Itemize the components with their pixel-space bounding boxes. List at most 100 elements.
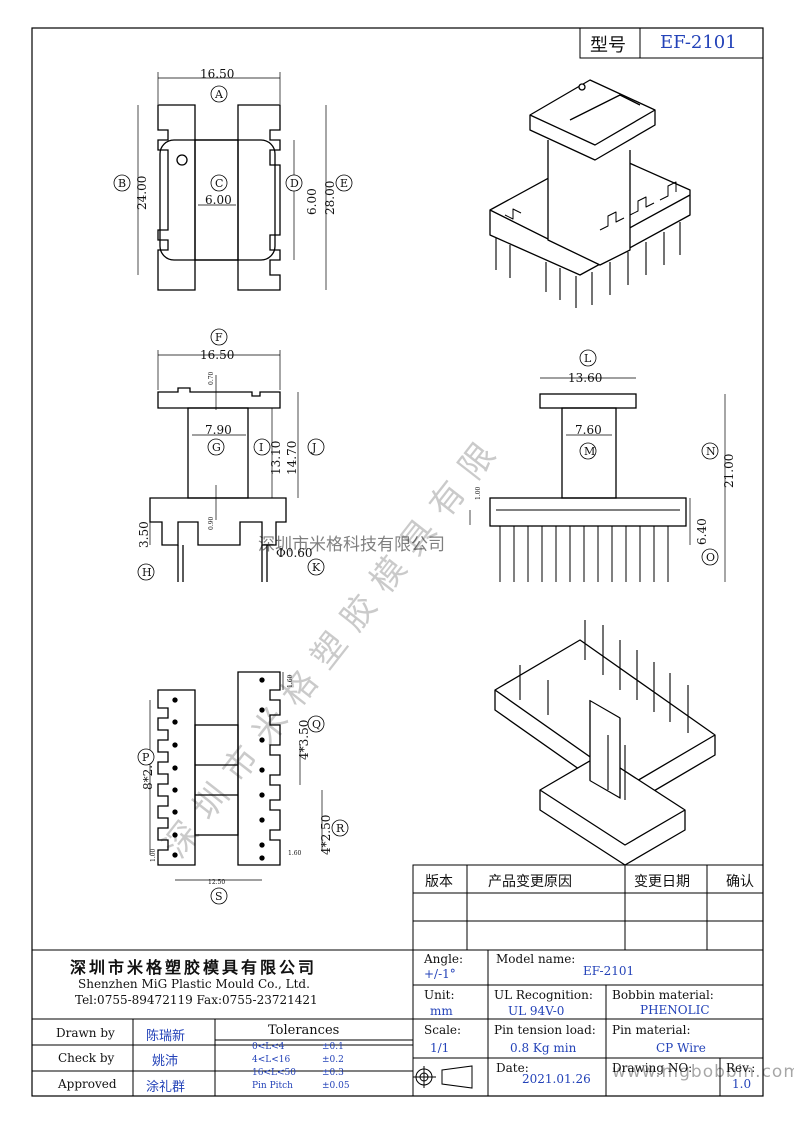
dim-r: 4*2.50 [319,815,333,855]
pin-tension-value: 0.8 Kg min [510,1041,577,1055]
rev-header-reason: 产品变更原因 [488,874,572,890]
tol-range-3: Pin Pitch [252,1081,293,1091]
dim-r2: 1.60 [288,850,302,857]
label-f: F [215,331,223,344]
dim-k: Φ0.60 [276,546,313,560]
label-l: L [584,352,592,365]
bottom-view-dimensions [149,672,323,881]
rev-header-version: 版本 [425,874,453,890]
front-view-dimensions [149,350,299,545]
tolerances-title: Tolerances [268,1023,340,1038]
label-g: G [212,441,221,454]
dim-s: 12.50 [208,879,225,886]
top-view-labels [113,85,353,192]
tol-range-0: 0<L<4 [252,1042,285,1052]
pin-tension-label: Pin tension load: [494,1023,596,1037]
dim-c: 6.00 [205,193,232,207]
date-label: Date: [496,1061,529,1075]
dim-b: 24.00 [135,176,149,210]
dim-a: 16.50 [200,67,234,81]
label-s: S [215,890,223,903]
drawn-by-value: 陈瑞新 [146,1029,186,1044]
company-contact: Tel:0755-89472119 Fax:0755-23721421 [75,993,318,1007]
label-j: J [311,441,316,454]
label-h: H [142,566,152,579]
dim-s2: 1.00 [150,848,157,862]
tol-range-1: 4<L<16 [252,1055,291,1065]
dim-f2: 0.70 [208,371,215,385]
label-k: K [312,561,321,574]
model-value: EF-2101 [660,32,737,53]
dim-q: 4*3.50 [297,720,311,760]
label-p: P [142,751,150,764]
dim-h: 3.50 [137,521,151,548]
dim-g2: 0.90 [208,516,215,530]
top-view-dimensions [137,72,327,290]
label-a: A [214,88,224,101]
website-watermark: www.mgbobbin.com [612,1062,794,1082]
label-q: Q [312,718,321,731]
bobbin-material-value: PHENOLIC [640,1003,710,1017]
dim-i: 13.10 [269,441,283,475]
label-o: O [706,551,715,564]
tol-value-1: ±0.2 [322,1055,344,1065]
label-n: N [706,445,716,458]
side-view [489,393,687,582]
svg-text:深圳市米格塑胶模具有限: 深圳市米格塑胶模具有限 [156,425,513,866]
dim-o2: 1.00 [475,486,482,500]
isometric-view-bottom [494,620,716,866]
rev-label: Rev.: [726,1061,756,1075]
company-cn: 深圳市米格塑胶模具有限公司 [70,958,318,977]
dim-f: 16.50 [200,348,234,362]
bobbin-material-label: Bobbin material: [612,988,714,1002]
dim-m: 7.60 [575,423,602,437]
tol-value-2: ±0.3 [322,1068,344,1078]
pin-material-label: Pin material: [612,1023,691,1037]
dim-d: 6.00 [305,188,319,215]
tol-value-0: ±0.1 [322,1042,344,1052]
top-view [157,104,281,291]
approved-label: Approved [58,1077,117,1091]
scale-label: Scale: [424,1023,462,1037]
revision-table [412,864,764,951]
label-c: C [215,177,223,190]
model-label: 型号 [590,35,626,56]
ul-label: UL Recognition: [494,988,593,1002]
angle-label: Angle: [424,952,464,966]
ul-value: UL 94V-0 [508,1004,565,1018]
company-en: Shenzhen MiG Plastic Mould Co., Ltd. [78,977,310,991]
drawn-by-label: Drawn by [56,1026,115,1040]
dim-n: 21.00 [722,454,736,488]
label-m: M [584,445,595,458]
unit-value: mm [430,1004,453,1018]
rev-header-confirm: 确认 [726,874,754,890]
isometric-view-top [489,79,691,308]
side-view-dimensions [469,377,726,582]
model-name-value: EF-2101 [583,964,635,978]
model-name-label: Model name: [496,952,576,966]
front-view [149,387,287,582]
label-d: D [290,177,299,190]
rev-value: 1.0 [732,1077,752,1091]
center-watermark: 深圳市米格科技有限公司 [258,535,445,555]
dim-o: 6.40 [695,518,709,545]
bottom-view [157,671,281,866]
title-block [32,949,763,1096]
dim-j: 14.70 [285,441,299,475]
label-r: R [336,822,345,835]
rev-header-date: 变更日期 [634,874,690,890]
dim-e: 28.00 [323,181,337,215]
date-value: 2021.01.26 [522,1072,591,1086]
scale-value: 1/1 [430,1041,450,1055]
diagonal-watermark: 深圳市米格塑胶模具有限 [156,425,513,866]
drawing-no-label: Drawing NO: [612,1061,693,1075]
approved-value: 涂礼群 [146,1080,186,1095]
dim-q2: 1.60 [287,674,294,688]
tol-range-2: 16<L<50 [252,1068,296,1078]
angle-value: +/-1° [424,967,456,981]
unit-label: Unit: [424,988,455,1002]
label-e: E [340,177,348,190]
label-i: I [259,441,263,454]
check-by-label: Check by [58,1051,115,1065]
